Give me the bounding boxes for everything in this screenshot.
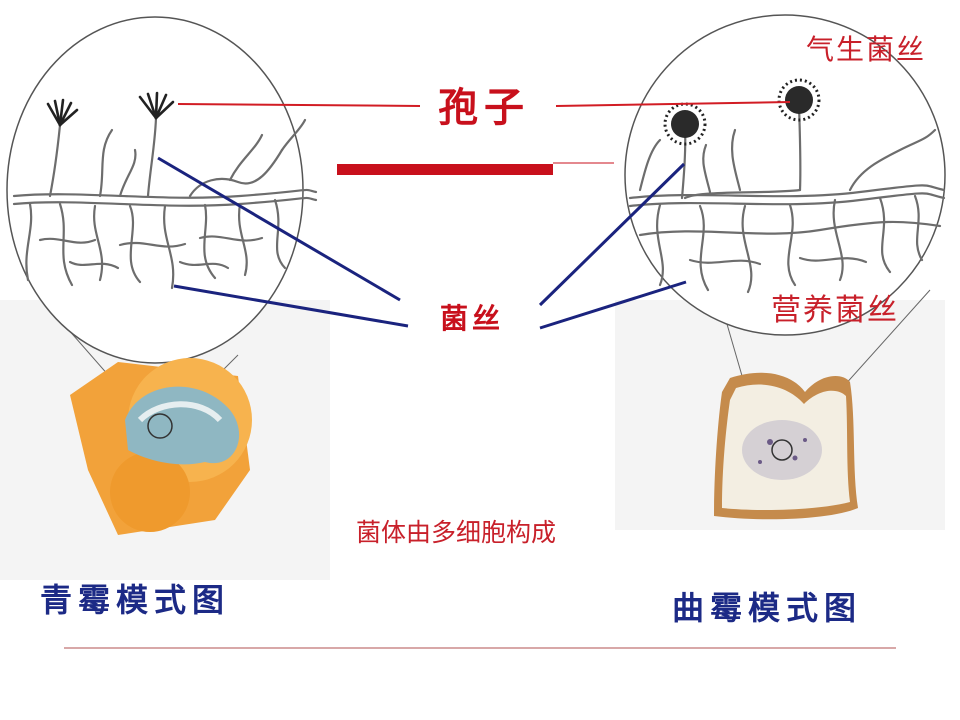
vegetative-hypha-label: 营养菌丝 [771,293,899,328]
rhizopus-sporangia [663,78,821,146]
bread-illustration [714,372,858,520]
orange-illustration [70,358,252,535]
rhizopus-mycelium [628,104,946,294]
spore-pointer-lines [177,101,791,107]
rhizopus-title: 曲霉模式图 [672,589,863,627]
hypha-label: 菌丝 [440,302,505,335]
penicillium-title: 青霉模式图 [40,581,231,619]
spore-label: 孢子 [438,85,530,131]
rhizopus-magnifier [624,14,946,456]
penicillium-brush-spores [46,91,175,127]
red-divider-bar [337,164,553,175]
aerial-hypha-label: 气生菌丝 [806,33,927,66]
multicellular-note: 菌体由多细胞构成 [356,518,557,547]
hypha-pointer-lines [157,156,687,330]
rhizopus-lens-circle [624,14,946,336]
